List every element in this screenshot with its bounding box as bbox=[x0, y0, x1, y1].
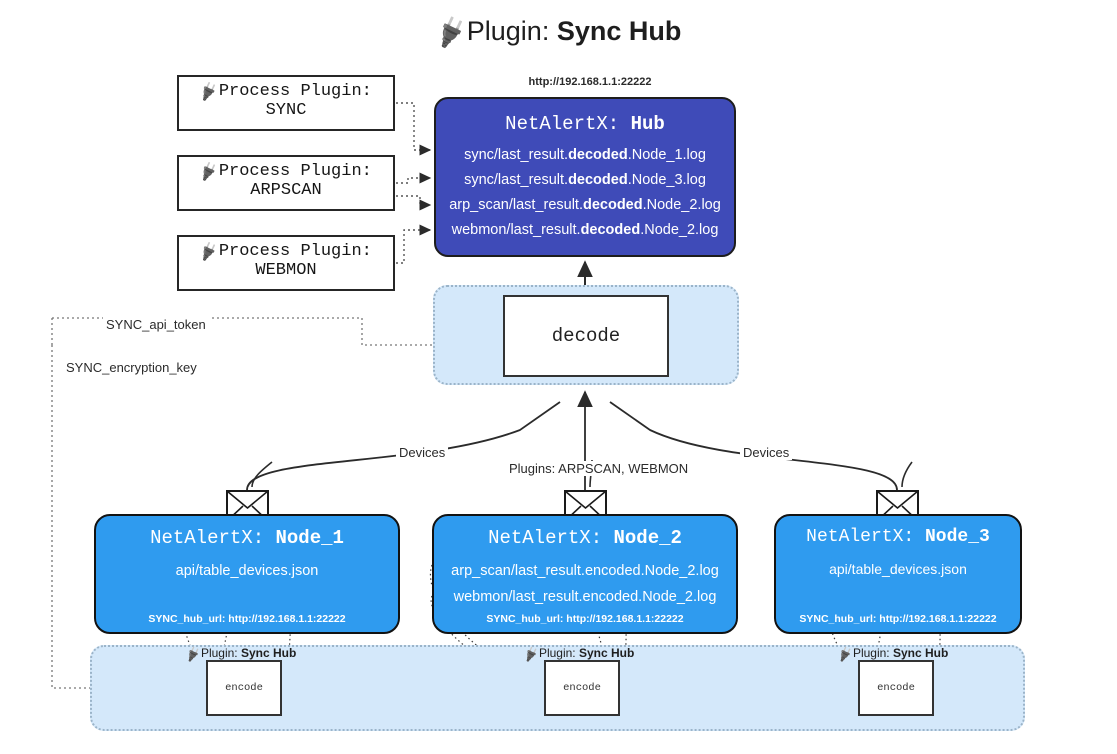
node-1[interactable]: NetAlertX: Node_1 api/table_devices.json… bbox=[94, 514, 400, 634]
edge-label-devices-left: Devices bbox=[396, 445, 449, 460]
node-line: arp_scan/last_result.encoded.Node_2.log bbox=[451, 563, 719, 579]
node-hub-url: SYNC_hub_url: http://192.168.1.1:22222 bbox=[799, 613, 997, 625]
process-plugin-name: WEBMON bbox=[255, 261, 317, 281]
node-hub-url: SYNC_hub_url: http://192.168.1.1:22222 bbox=[148, 613, 346, 625]
plug-icon: 🔌 bbox=[197, 240, 221, 263]
page-title: 🔌Plugin: Sync Hub bbox=[0, 14, 1117, 51]
plug-icon: 🔌 bbox=[431, 13, 471, 51]
hub-log-line: sync/last_result.decoded.Node_3.log bbox=[436, 168, 734, 193]
node-body: api/table_devices.json bbox=[776, 557, 1020, 582]
log-mid: decoded bbox=[568, 171, 628, 188]
sync-plugin-name: Sync Hub bbox=[578, 646, 635, 660]
page-title-name: Sync Hub bbox=[556, 16, 682, 46]
node-line: api/table_devices.json bbox=[175, 563, 319, 579]
secret-label-api-token: SYNC_api_token bbox=[103, 317, 209, 332]
log-pre: sync/last_result. bbox=[464, 171, 569, 188]
sync-plugin-prefix: Plugin: bbox=[852, 646, 893, 660]
sync-plugin-label-2: 🔌Plugin: Sync Hub bbox=[522, 645, 635, 663]
log-mid: decoded bbox=[582, 196, 643, 213]
sync-plugin-label-1: 🔌Plugin: Sync Hub bbox=[184, 645, 297, 663]
process-plugin-label: Process Plugin: bbox=[218, 242, 372, 261]
process-plugin-webmon-box[interactable]: 🔌Process Plugin: WEBMON bbox=[177, 235, 395, 291]
edge-label-devices-right: Devices bbox=[740, 445, 793, 460]
hub-log-line: webmon/last_result.decoded.Node_2.log bbox=[436, 218, 734, 243]
log-mid: decoded bbox=[580, 221, 641, 238]
decode-box[interactable]: decode bbox=[503, 295, 669, 377]
node-title: NetAlertX: Node_1 bbox=[96, 527, 398, 549]
process-plugin-label: Process Plugin: bbox=[218, 82, 372, 101]
plug-icon: 🔌 bbox=[197, 80, 221, 103]
process-plugin-name: SYNC bbox=[265, 101, 307, 121]
process-plugin-arpscan-box[interactable]: 🔌Process Plugin: ARPSCAN bbox=[177, 155, 395, 211]
sync-plugin-name: Sync Hub bbox=[240, 646, 297, 660]
sync-plugin-prefix: Plugin: bbox=[200, 646, 241, 660]
sync-plugin-label-3: 🔌Plugin: Sync Hub bbox=[836, 645, 949, 663]
hub-title: NetAlertX: Hub bbox=[436, 113, 734, 135]
node-hub-url: SYNC_hub_url: http://192.168.1.1:22222 bbox=[486, 613, 684, 625]
node-line: webmon/last_result.encoded.Node_2.log bbox=[453, 588, 717, 605]
node-title-name: Node_3 bbox=[925, 527, 990, 547]
hub-url-label: http://192.168.1.1:22222 bbox=[528, 76, 652, 88]
node-body: api/table_devices.json bbox=[96, 559, 398, 585]
node-title: NetAlertX: Node_2 bbox=[434, 527, 736, 549]
node-title-name: Node_2 bbox=[613, 527, 682, 549]
node-title-prefix: NetAlertX: bbox=[150, 527, 276, 549]
hub-node[interactable]: NetAlertX: Hub sync/last_result.decoded.… bbox=[434, 97, 736, 257]
node-body: arp_scan/last_result.encoded.Node_2.log … bbox=[434, 559, 736, 611]
edge-label-plugins-center: Plugins: ARPSCAN, WEBMON bbox=[506, 461, 692, 476]
log-post: .Node_3.log bbox=[627, 171, 706, 188]
process-plugin-sync-box[interactable]: 🔌Process Plugin: SYNC bbox=[177, 75, 395, 131]
sync-plugin-name: Sync Hub bbox=[892, 646, 949, 660]
node-title-prefix: NetAlertX: bbox=[488, 527, 614, 549]
process-plugin-name: ARPSCAN bbox=[250, 181, 322, 201]
log-pre: sync/last_result. bbox=[464, 147, 569, 163]
page-title-prefix: Plugin: bbox=[466, 16, 557, 46]
node-title-prefix: NetAlertX: bbox=[806, 527, 925, 547]
hub-log-line: sync/last_result.decoded.Node_1.log bbox=[436, 143, 734, 168]
encode-box-1[interactable]: encode bbox=[206, 660, 282, 716]
log-mid: decoded bbox=[568, 147, 628, 163]
encode-box-3[interactable]: encode bbox=[858, 660, 934, 716]
hub-title-name: Hub bbox=[630, 113, 665, 135]
log-pre: webmon/last_result. bbox=[451, 221, 581, 238]
node-title: NetAlertX: Node_3 bbox=[776, 527, 1020, 547]
log-post: .Node_1.log bbox=[627, 147, 706, 163]
hub-log-line: arp_scan/last_result.decoded.Node_2.log bbox=[436, 193, 734, 218]
plug-icon: 🔌 bbox=[197, 160, 221, 183]
log-post: .Node_2.log bbox=[640, 221, 719, 238]
log-pre: arp_scan/last_result. bbox=[449, 196, 583, 213]
node-line: api/table_devices.json bbox=[829, 561, 967, 577]
secret-label-encryption-key: SYNC_encryption_key bbox=[63, 360, 200, 375]
sync-plugin-prefix: Plugin: bbox=[538, 646, 579, 660]
hub-log-list: sync/last_result.decoded.Node_1.log sync… bbox=[436, 143, 734, 243]
encode-box-2[interactable]: encode bbox=[544, 660, 620, 716]
hub-title-prefix: NetAlertX: bbox=[505, 113, 631, 135]
node-2[interactable]: NetAlertX: Node_2 arp_scan/last_result.e… bbox=[432, 514, 738, 634]
process-plugin-label: Process Plugin: bbox=[218, 162, 372, 181]
node-3[interactable]: NetAlertX: Node_3 api/table_devices.json… bbox=[774, 514, 1022, 634]
node-title-name: Node_1 bbox=[275, 527, 344, 549]
log-post: .Node_2.log bbox=[642, 196, 721, 213]
